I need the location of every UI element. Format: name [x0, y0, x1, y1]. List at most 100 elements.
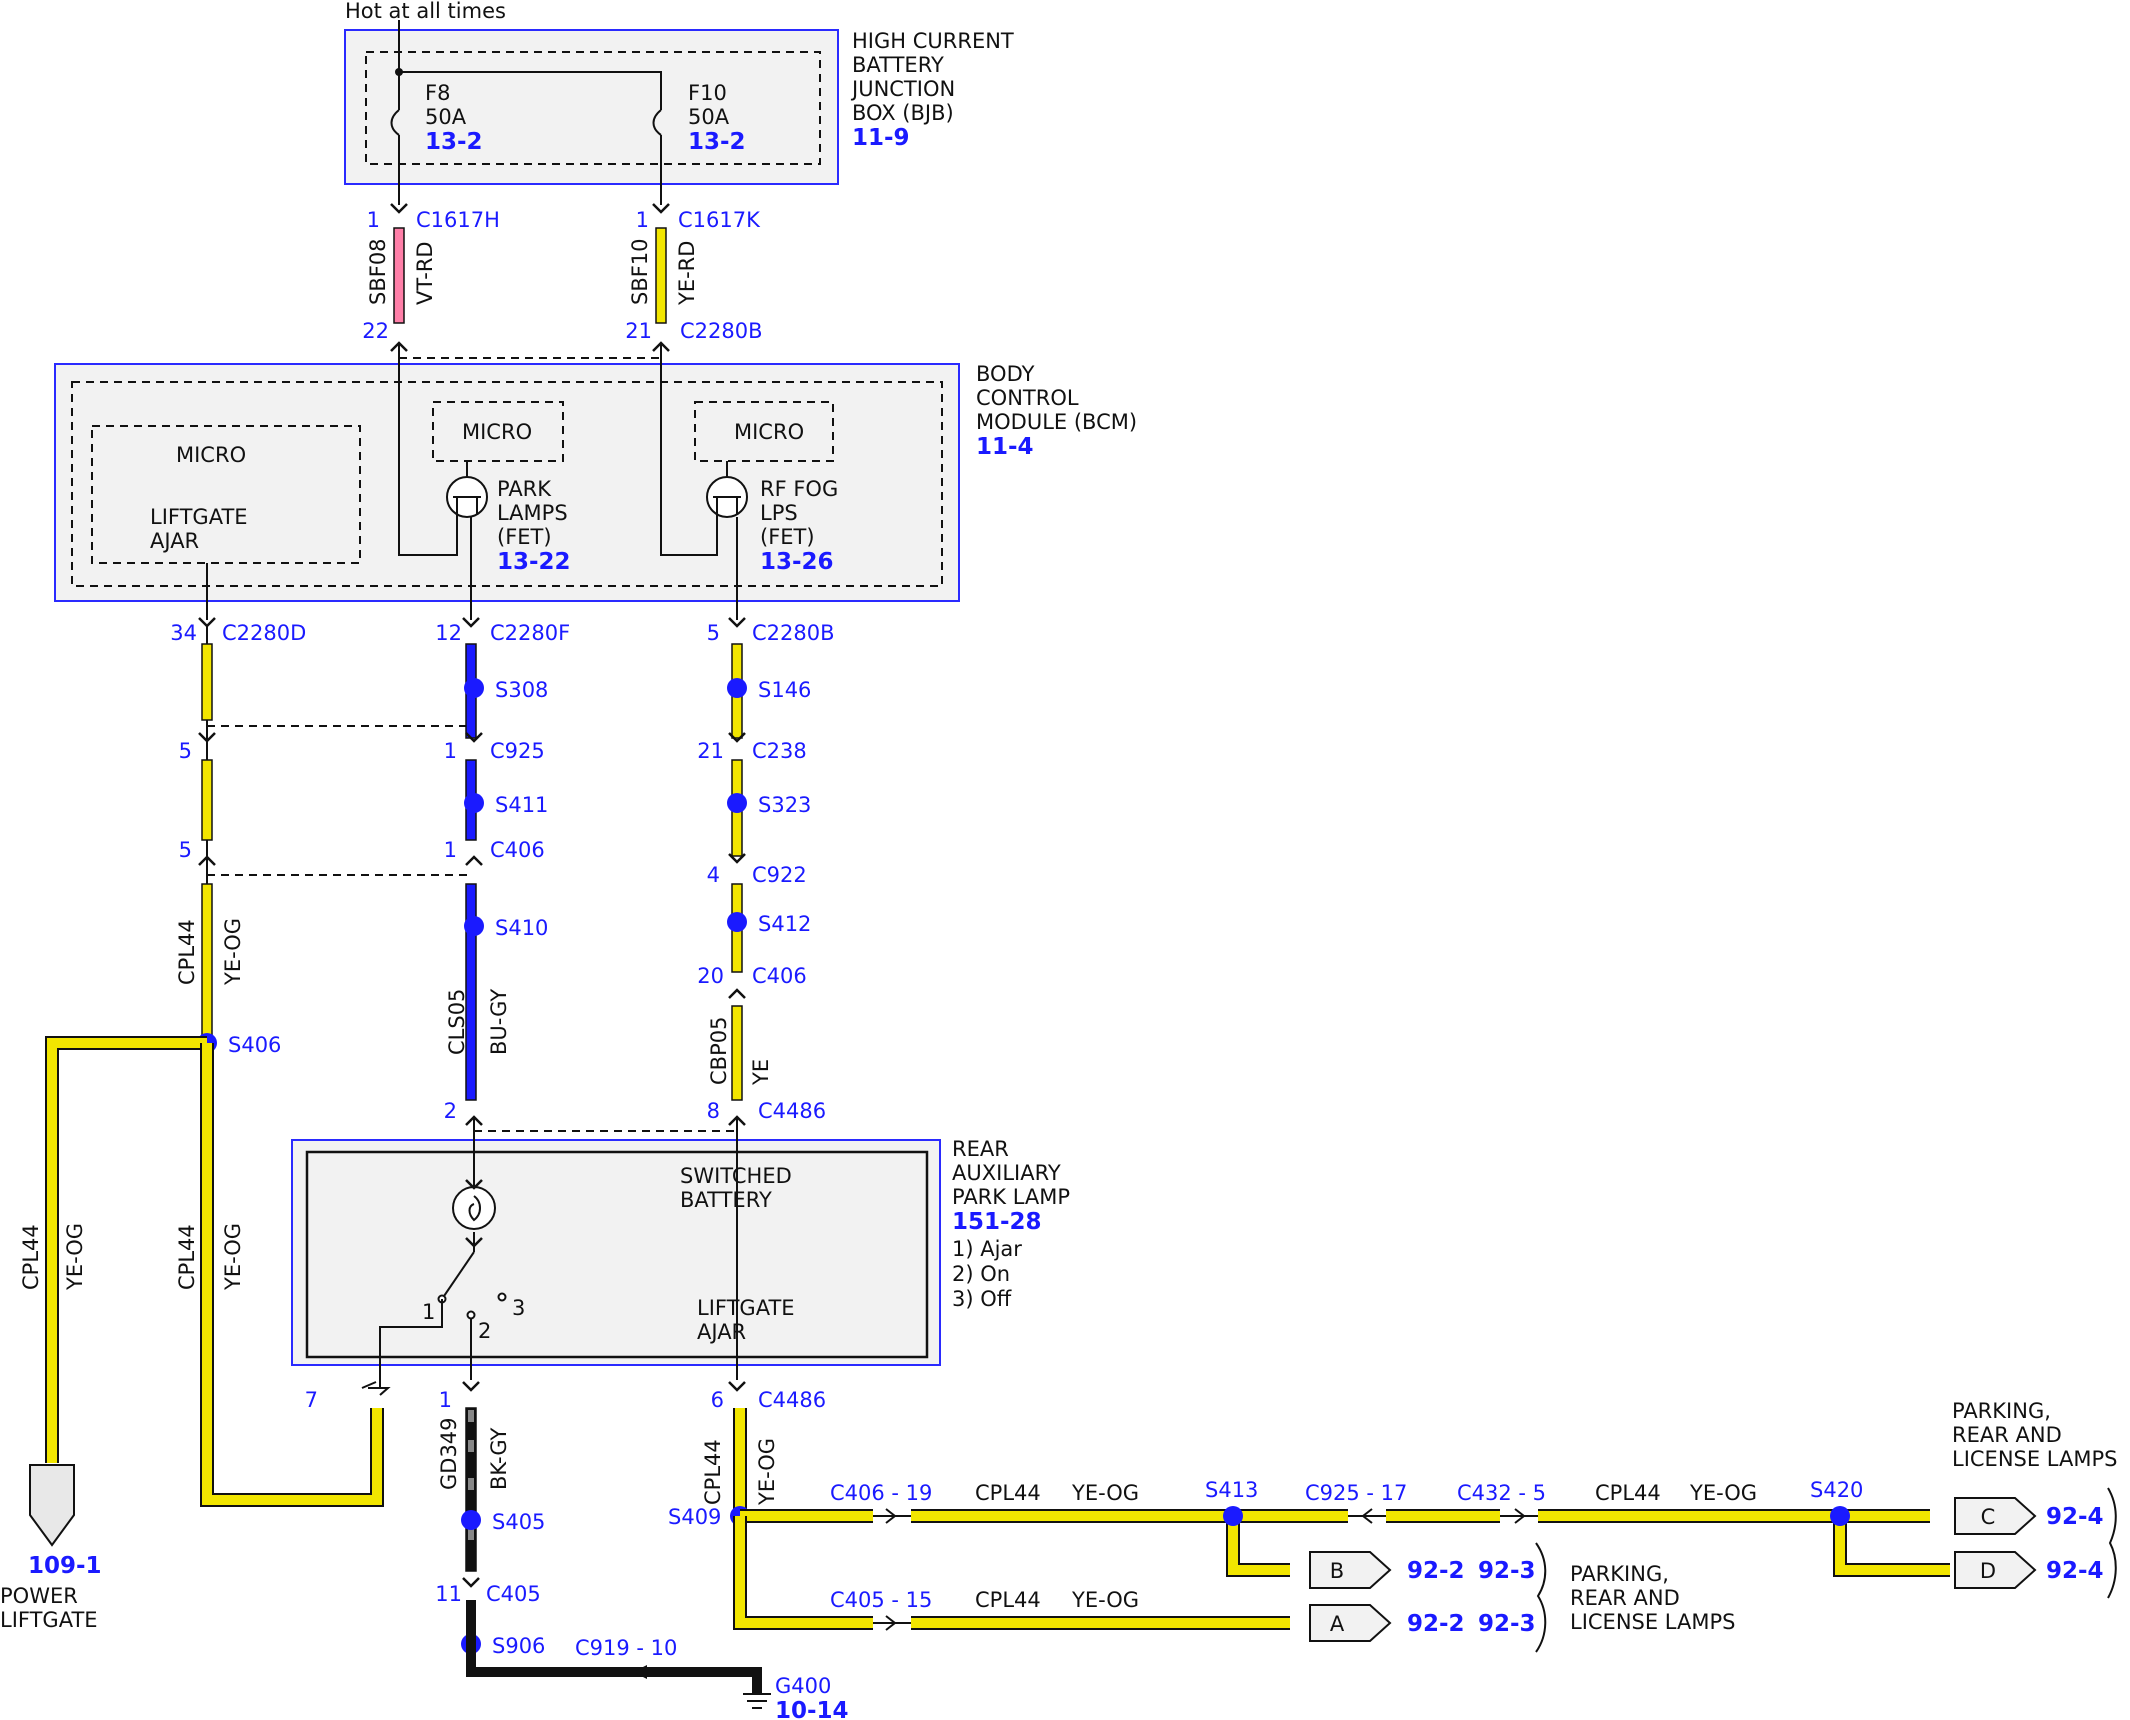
lamp-bulb-icon — [452, 1186, 496, 1230]
c919-label: C919 - 10 — [575, 1636, 677, 1660]
s411-label: S411 — [495, 793, 548, 817]
cpl44-label-g: CPL44 — [975, 1588, 1041, 1612]
offpage-connector-d: D 92-4 — [1954, 1551, 2104, 1589]
s411-splice — [464, 793, 484, 813]
c2280f-label: C2280F — [490, 621, 570, 645]
cpl44-color-d: YE-OG — [755, 1438, 779, 1506]
cpl44-label-b: CPL44 — [19, 1224, 43, 1290]
s906-label: S906 — [492, 1634, 545, 1658]
cpl44-color-c: YE-OG — [221, 1223, 245, 1291]
group-mid-line2: REAR AND — [1570, 1586, 1680, 1610]
cpl44-label-a: CPL44 — [175, 919, 199, 985]
sbf08-circuit: SBF08 — [366, 238, 390, 305]
cpl44-color-a: YE-OG — [221, 918, 245, 986]
cpl44-left-branch: 34 C2280D 5 5 CPL44 YE-OG S406 CPL44 YE-… — [0, 616, 473, 1632]
offpage-a-ref2: 92-3 — [1478, 1611, 1536, 1637]
offpage-a-letter: A — [1330, 1612, 1345, 1636]
park-lamps-line3: (FET) — [497, 525, 552, 549]
sbf-wires: 1 C1617H 1 C1617K SBF08 VT-RD SBF10 YE-R… — [362, 202, 763, 359]
offpage-c-ref: 92-4 — [2046, 1504, 2104, 1530]
cpl44-color-g: YE-OG — [1071, 1588, 1139, 1612]
cls05-branch: 12 C2280F 1 C925 1 C406 S308 S411 S410 C… — [435, 616, 570, 1127]
bcm-title-line3: MODULE (BCM) — [976, 410, 1137, 434]
c4486-pin6: 6 — [711, 1388, 724, 1412]
fog-fet-icon — [706, 461, 748, 620]
rear-ajar-line2: AJAR — [697, 1320, 746, 1344]
s410-label: S410 — [495, 916, 548, 940]
s412-splice — [727, 912, 747, 932]
c406-label-mid: C406 — [490, 838, 545, 862]
fog-lps-line3: (FET) — [760, 525, 815, 549]
c1617k-pin: 1 — [636, 208, 649, 232]
c4486-pin8: 8 — [707, 1099, 720, 1123]
c2280f-pin: 12 — [435, 621, 462, 645]
c406-pin20: 20 — [697, 964, 724, 988]
rear-legend-on: 2) On — [952, 1262, 1010, 1286]
c2280b-in-label: C2280B — [680, 319, 763, 343]
power-liftgate-connector — [29, 1464, 75, 1547]
bcm-micro-fog: MICRO — [734, 420, 804, 444]
s308-label: S308 — [495, 678, 548, 702]
bcm-micro-liftgate: MICRO — [176, 443, 246, 467]
group-right-line2: REAR AND — [1952, 1423, 2062, 1447]
switched-battery-line1: SWITCHED — [680, 1164, 792, 1188]
cpl44-color-e: YE-OG — [1071, 1481, 1139, 1505]
park-fet-icon — [446, 461, 488, 620]
c925-pin5: 5 — [179, 739, 192, 763]
c1617h-label: C1617H — [416, 208, 500, 232]
offpage-b-ref2: 92-3 — [1478, 1558, 1536, 1584]
offpage-b-letter: B — [1330, 1559, 1344, 1583]
s410-splice — [464, 916, 484, 936]
sbf10-color: YE-RD — [675, 241, 699, 306]
s420-splice — [1830, 1506, 1850, 1526]
cbp05-color: YE — [749, 1059, 773, 1086]
bcm-liftgate-label: LIFTGATE — [150, 505, 248, 529]
bcm-micro-park: MICRO — [462, 420, 532, 444]
c925-pin1: 1 — [444, 739, 457, 763]
c405-pin11: 11 — [435, 1582, 462, 1606]
c2280d-label: C2280D — [222, 621, 306, 645]
fuse-f10-ref: 13-2 — [688, 129, 746, 155]
ground-branch: 7 1 GD349 BK-GY S405 11 C405 S906 C919 -… — [305, 1380, 849, 1720]
s308-splice — [464, 678, 484, 698]
s323-label: S323 — [758, 793, 811, 817]
group-mid-line3: LICENSE LAMPS — [1570, 1610, 1735, 1634]
c406-label-right: C406 — [752, 964, 807, 988]
c922-label: C922 — [752, 863, 807, 887]
park-lamps-ref: 13-22 — [497, 549, 571, 575]
fuse-f10-rating: 50A — [688, 105, 730, 129]
rear-liftgate-line1: LIFTGATE — [697, 1296, 795, 1320]
cpl44-label-d: CPL44 — [701, 1439, 725, 1505]
c2280b-pin5: 5 — [707, 621, 720, 645]
hot-at-all-times-label: Hot at all times — [345, 0, 506, 23]
switch-pos1: 1 — [422, 1300, 435, 1324]
rear-title-line1: REAR — [952, 1137, 1009, 1161]
bcm-module: MICRO LIFTGATE AJAR MICRO MICRO PARK LAM… — [54, 343, 1137, 620]
s146-label: S146 — [758, 678, 811, 702]
rear-legend-ajar: 1) Ajar — [952, 1237, 1022, 1261]
fog-lps-line1: RF FOG — [760, 477, 838, 501]
g400-label: G400 — [775, 1674, 831, 1698]
c4486-pin7: 7 — [305, 1388, 318, 1412]
bjb-title-line4: BOX (BJB) — [852, 101, 954, 125]
cpl44-label-e: CPL44 — [975, 1481, 1041, 1505]
group-right-line3: LICENSE LAMPS — [1952, 1447, 2117, 1471]
offpage-a-ref1: 92-2 — [1407, 1611, 1465, 1637]
c922-pin: 4 — [707, 863, 720, 887]
c4486-pin1: 1 — [439, 1388, 452, 1412]
bjb-ref: 11-9 — [852, 125, 910, 151]
bcm-title-line2: CONTROL — [976, 386, 1079, 410]
cbp05-branch: 5 C2280B 21 C238 4 C922 20 C406 S146 S32… — [474, 616, 835, 1132]
bjb-title-line3: JUNCTION — [850, 77, 955, 101]
gd349-circuit: GD349 — [437, 1417, 461, 1490]
fog-lps-line2: LPS — [760, 501, 798, 525]
fog-lps-ref: 13-26 — [760, 549, 834, 575]
offpage-connector-a: A 92-2 92-3 — [1309, 1604, 1536, 1642]
fuse-f10-name: F10 — [688, 81, 727, 105]
cls05-color: BU-GY — [487, 989, 511, 1055]
bcm-ajar-label: AJAR — [150, 529, 199, 553]
gd349-color: BK-GY — [487, 1427, 511, 1490]
s413-label: S413 — [1205, 1478, 1258, 1502]
rear-ref: 151-28 — [952, 1209, 1042, 1235]
sbf10-circuit: SBF10 — [628, 238, 652, 305]
